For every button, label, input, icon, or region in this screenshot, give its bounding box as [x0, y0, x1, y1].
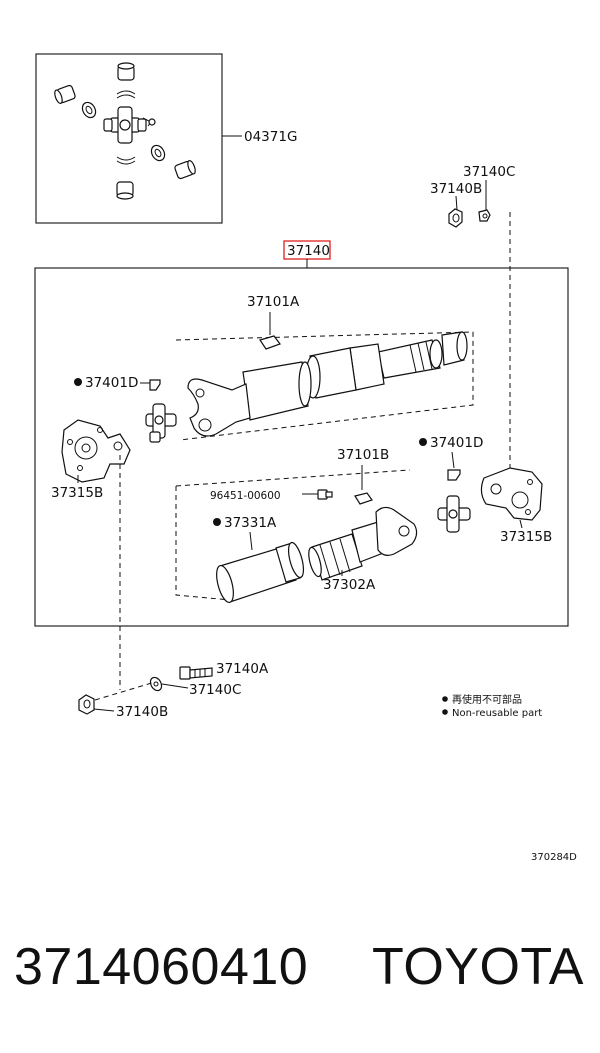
legend-dot-en [442, 709, 448, 715]
spider-rear [437, 495, 471, 533]
rear-group-outline-left [175, 486, 231, 601]
boot-tube [216, 541, 305, 604]
nut-top [448, 208, 463, 228]
label-kit: 04371G [244, 129, 297, 145]
legend-jp: 再使用不可部品 [452, 693, 522, 706]
flange-yoke-right [480, 467, 543, 521]
washer-top [478, 209, 491, 222]
retainer-front [259, 335, 281, 350]
label-flange-right: 37315B [500, 529, 552, 545]
label-spider-rear: 37401D [430, 435, 483, 451]
washer-bottom [149, 676, 163, 692]
retainer-rear [354, 492, 373, 505]
assembly-frame [34, 267, 569, 627]
label-spider-front: 37401D [85, 375, 138, 391]
label-bolt-bottom: 37140A [216, 661, 269, 677]
spider-front [145, 403, 177, 443]
kit-box [35, 53, 223, 224]
bolt-bottom [179, 666, 213, 680]
part-number: 3714060410 [14, 938, 309, 996]
front-propeller-shaft [187, 331, 468, 437]
slip-yoke [308, 506, 418, 581]
label-bolt-set-top: 37140C [463, 164, 515, 180]
rear-group-outline-top [175, 469, 411, 487]
nut-bottom [78, 694, 95, 715]
product-caption: 3714060410 TOYOTA [0, 935, 600, 1015]
label-retainer-rear: 37101B [337, 447, 389, 463]
label-assembly: 37140 [287, 243, 330, 259]
figure-code: 370284D [531, 852, 577, 863]
spider-cross [103, 106, 147, 144]
non-reusable-mark-rear [419, 438, 427, 446]
label-nut-top: 37140B [430, 181, 482, 197]
label-boot: 37331A [224, 515, 277, 531]
non-reusable-mark-boot [213, 518, 221, 526]
label-retainer-front: 37101A [247, 294, 300, 310]
label-slip-yoke: 37302A [323, 577, 376, 593]
front-group-outline [175, 331, 474, 441]
flange-yoke-left [61, 419, 131, 483]
legend-en: Non-reusable part [452, 708, 542, 719]
non-reusable-mark-front [74, 378, 82, 386]
label-flange-left: 37315B [51, 485, 103, 501]
label-washer-bottom: 37140C [189, 682, 241, 698]
snap-ring-front [149, 379, 161, 391]
brand-name: TOYOTA [372, 938, 584, 996]
label-nut-bottom: 37140B [116, 704, 168, 720]
legend-dot-jp [442, 696, 448, 702]
universal-joint-kit-exploded [54, 62, 196, 200]
grease-fitting [317, 489, 333, 500]
label-grease-fitting: 96451-00600 [210, 490, 281, 502]
snap-ring-rear [447, 469, 461, 481]
